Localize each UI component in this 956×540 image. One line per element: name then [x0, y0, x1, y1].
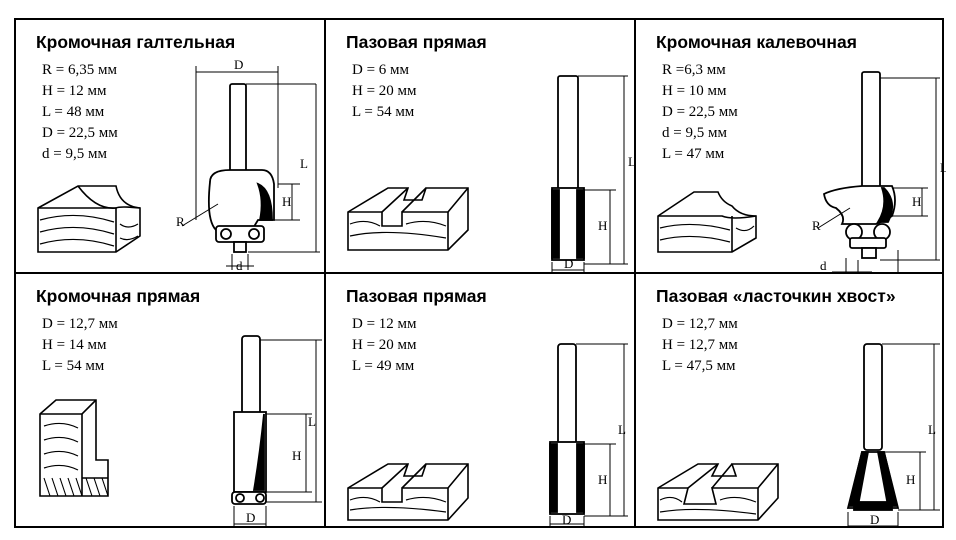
dovetail-bit-drawing: L H D	[657, 343, 940, 528]
dimension-label-R: R	[812, 218, 821, 233]
spec-list: D = 12,7 мм H = 14 мм L = 54 мм	[42, 314, 118, 377]
dimension-label-H: H	[906, 472, 915, 487]
wood-block-rebate-profile	[39, 399, 109, 497]
dimension-label-R: R	[176, 214, 185, 229]
dimension-label-H: H	[598, 472, 607, 487]
wood-block-ogee-profile	[657, 191, 757, 253]
dovetail-bit-dimensions	[847, 343, 940, 528]
cove-bit-tool	[207, 83, 275, 253]
wood-block-cove-profile	[37, 185, 141, 253]
spec-diameter: D = 22,5 мм	[662, 104, 738, 120]
ogee-bit-drawing: L H R d D	[657, 71, 946, 274]
cell-title: Пазовая прямая	[346, 286, 487, 306]
dimension-label-d: d	[236, 258, 243, 273]
wood-block-groove-profile	[347, 463, 469, 521]
dimension-label-H: H	[282, 194, 291, 209]
groove-bit-dimensions	[551, 75, 628, 274]
groove-bit-tool	[549, 343, 585, 515]
dimension-label-L: L	[300, 156, 308, 171]
dimension-label-H: H	[598, 218, 607, 233]
dimension-label-L: L	[308, 414, 316, 429]
dimension-label-L: L	[628, 154, 636, 169]
cell-title: Кромочная галтельная	[36, 32, 236, 52]
cell-title: Пазовая «ласточкин хвост»	[656, 286, 896, 306]
groove-bit-tool	[551, 75, 585, 261]
groove-bit-drawing: L H D	[347, 343, 628, 528]
spec-list: D = 12,7 мм H = 12,7 мм L = 47,5 мм	[662, 314, 738, 377]
wood-block-groove-profile	[347, 187, 469, 251]
spec-height: H = 20 мм	[352, 83, 417, 99]
dimension-label-H: H	[912, 194, 921, 209]
spec-height: H = 12,7 мм	[662, 337, 738, 353]
cell-dovetail-bit: Пазовая «ласточкин хвост» D = 12,7 мм H …	[636, 274, 946, 528]
cell-edge-ogee-bit: Кромочная калевочная R =6,3 мм H = 10 мм…	[636, 20, 946, 274]
spec-length: L = 48 мм	[42, 104, 105, 120]
cell-straight-groove-bit-1: Пазовая прямая D = 6 мм H = 20 мм L = 54…	[326, 20, 636, 274]
spec-bearing-diameter: d = 9,5 мм	[662, 125, 727, 141]
divider-horizontal	[16, 272, 942, 274]
cell-edge-cove-bit: Кромочная галтельная R = 6,35 мм H = 12 …	[16, 20, 326, 274]
ogee-bit-dimensions	[817, 77, 940, 274]
groove-bit-dimensions	[549, 343, 628, 528]
dimension-label-D: D	[234, 57, 243, 72]
dovetail-bit-tool	[846, 343, 900, 511]
spec-height: H = 20 мм	[352, 337, 417, 353]
spec-length: L = 49 мм	[352, 358, 415, 374]
dimension-label-D: D	[246, 510, 255, 525]
edge-straight-bit-drawing: L H D	[39, 335, 322, 528]
spec-diameter: D = 12 мм	[352, 316, 417, 332]
wood-block-dovetail-profile	[657, 463, 779, 521]
spec-bearing-diameter: d = 9,5 мм	[42, 146, 107, 162]
dimension-label-H: H	[292, 448, 301, 463]
dimension-label-L: L	[928, 422, 936, 437]
spec-length: L = 47,5 мм	[662, 358, 736, 374]
cell-title: Кромочная калевочная	[656, 32, 857, 52]
dimension-label-D: D	[868, 270, 877, 274]
spec-diameter: D = 22,5 мм	[42, 125, 118, 141]
groove-bit-drawing: L H D	[347, 75, 636, 274]
spec-diameter: D = 12,7 мм	[662, 316, 738, 332]
spec-length: L = 54 мм	[42, 358, 105, 374]
router-bits-table: Кромочная галтельная R = 6,35 мм H = 12 …	[14, 18, 946, 528]
spec-diameter: D = 6 мм	[352, 62, 410, 78]
dimension-label-L: L	[940, 160, 946, 175]
dimension-label-D: D	[562, 512, 571, 527]
spec-radius: R =6,3 мм	[662, 62, 726, 78]
spec-list: R =6,3 мм H = 10 мм D = 22,5 мм d = 9,5 …	[662, 60, 738, 165]
edge-straight-bit-tool	[231, 335, 267, 505]
cove-bit-dimensions	[181, 66, 320, 270]
cell-title: Кромочная прямая	[36, 286, 201, 306]
spec-height: H = 12 мм	[42, 83, 107, 99]
cell-title: Пазовая прямая	[346, 32, 487, 52]
cove-bit-drawing: D L H R d	[37, 57, 320, 273]
spec-list: R = 6,35 мм H = 12 мм L = 48 мм D = 22,5…	[42, 60, 118, 165]
dimension-label-d: d	[820, 258, 827, 273]
spec-length: L = 54 мм	[352, 104, 415, 120]
spec-list: D = 12 мм H = 20 мм L = 49 мм	[352, 314, 417, 377]
dimension-label-L: L	[618, 422, 626, 437]
spec-height: H = 10 мм	[662, 83, 727, 99]
spec-height: H = 14 мм	[42, 337, 107, 353]
spec-list: D = 6 мм H = 20 мм L = 54 мм	[352, 60, 417, 123]
spec-length: L = 47 мм	[662, 146, 725, 162]
dimension-label-D: D	[564, 256, 573, 271]
edge-straight-bit-dimensions	[233, 339, 322, 528]
cell-edge-straight-bit: Кромочная прямая D = 12,7 мм H = 14 мм L…	[16, 274, 326, 528]
spec-diameter: D = 12,7 мм	[42, 316, 118, 332]
spec-radius: R = 6,35 мм	[42, 62, 117, 78]
cell-straight-groove-bit-2: Пазовая прямая D = 12 мм H = 20 мм L = 4…	[326, 274, 636, 528]
ogee-bit-tool	[823, 71, 896, 259]
dimension-label-D: D	[870, 512, 879, 527]
